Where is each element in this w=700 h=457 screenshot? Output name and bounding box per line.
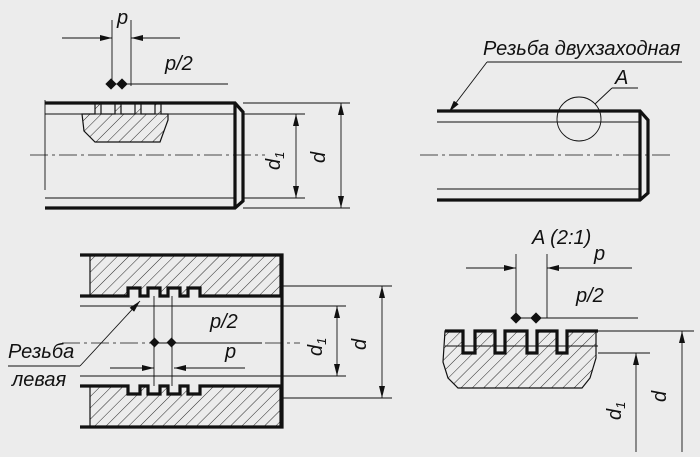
- left-hand-label-line1: Резьба: [8, 341, 74, 363]
- detail-title: A (2:1): [531, 227, 591, 249]
- view-ref-label: A: [614, 67, 628, 89]
- detail-hatched-body: [442, 330, 597, 389]
- minor-diameter-label-detail: d1: [604, 402, 628, 420]
- minor-diameter-label: d1: [263, 152, 287, 170]
- minor-diameter-label-internal: d1: [305, 338, 329, 356]
- half-pitch-label: p/2: [164, 53, 193, 75]
- upper-hatched-wall: [89, 254, 281, 297]
- pitch-label-detail: p: [593, 243, 605, 265]
- hatched-section: [81, 102, 169, 143]
- half-pitch-label-internal: p/2: [209, 311, 238, 333]
- detail-view-A: p p/2 A (2:1) d1 d: [442, 227, 694, 452]
- double-start-thread-view: A Резьба двухзаходная: [420, 38, 682, 202]
- double-start-thread-label: Резьба двухзаходная: [483, 38, 681, 60]
- major-diameter-label-detail: d: [649, 390, 671, 402]
- external-thread-section-view: p p/2 d1 d: [30, 7, 350, 210]
- detail-marker-circle: [556, 96, 602, 142]
- left-hand-label-line2: левая: [11, 369, 67, 391]
- pitch-label-internal: p: [224, 341, 236, 363]
- major-diameter-label: d: [308, 151, 330, 163]
- lower-hatched-wall: [89, 385, 281, 428]
- pitch-label: p: [116, 7, 128, 29]
- major-diameter-label-internal: d: [349, 338, 371, 350]
- half-pitch-label-detail: p/2: [575, 285, 604, 307]
- internal-thread-section-view: p/2 p Резьба левая d1 d: [8, 253, 392, 429]
